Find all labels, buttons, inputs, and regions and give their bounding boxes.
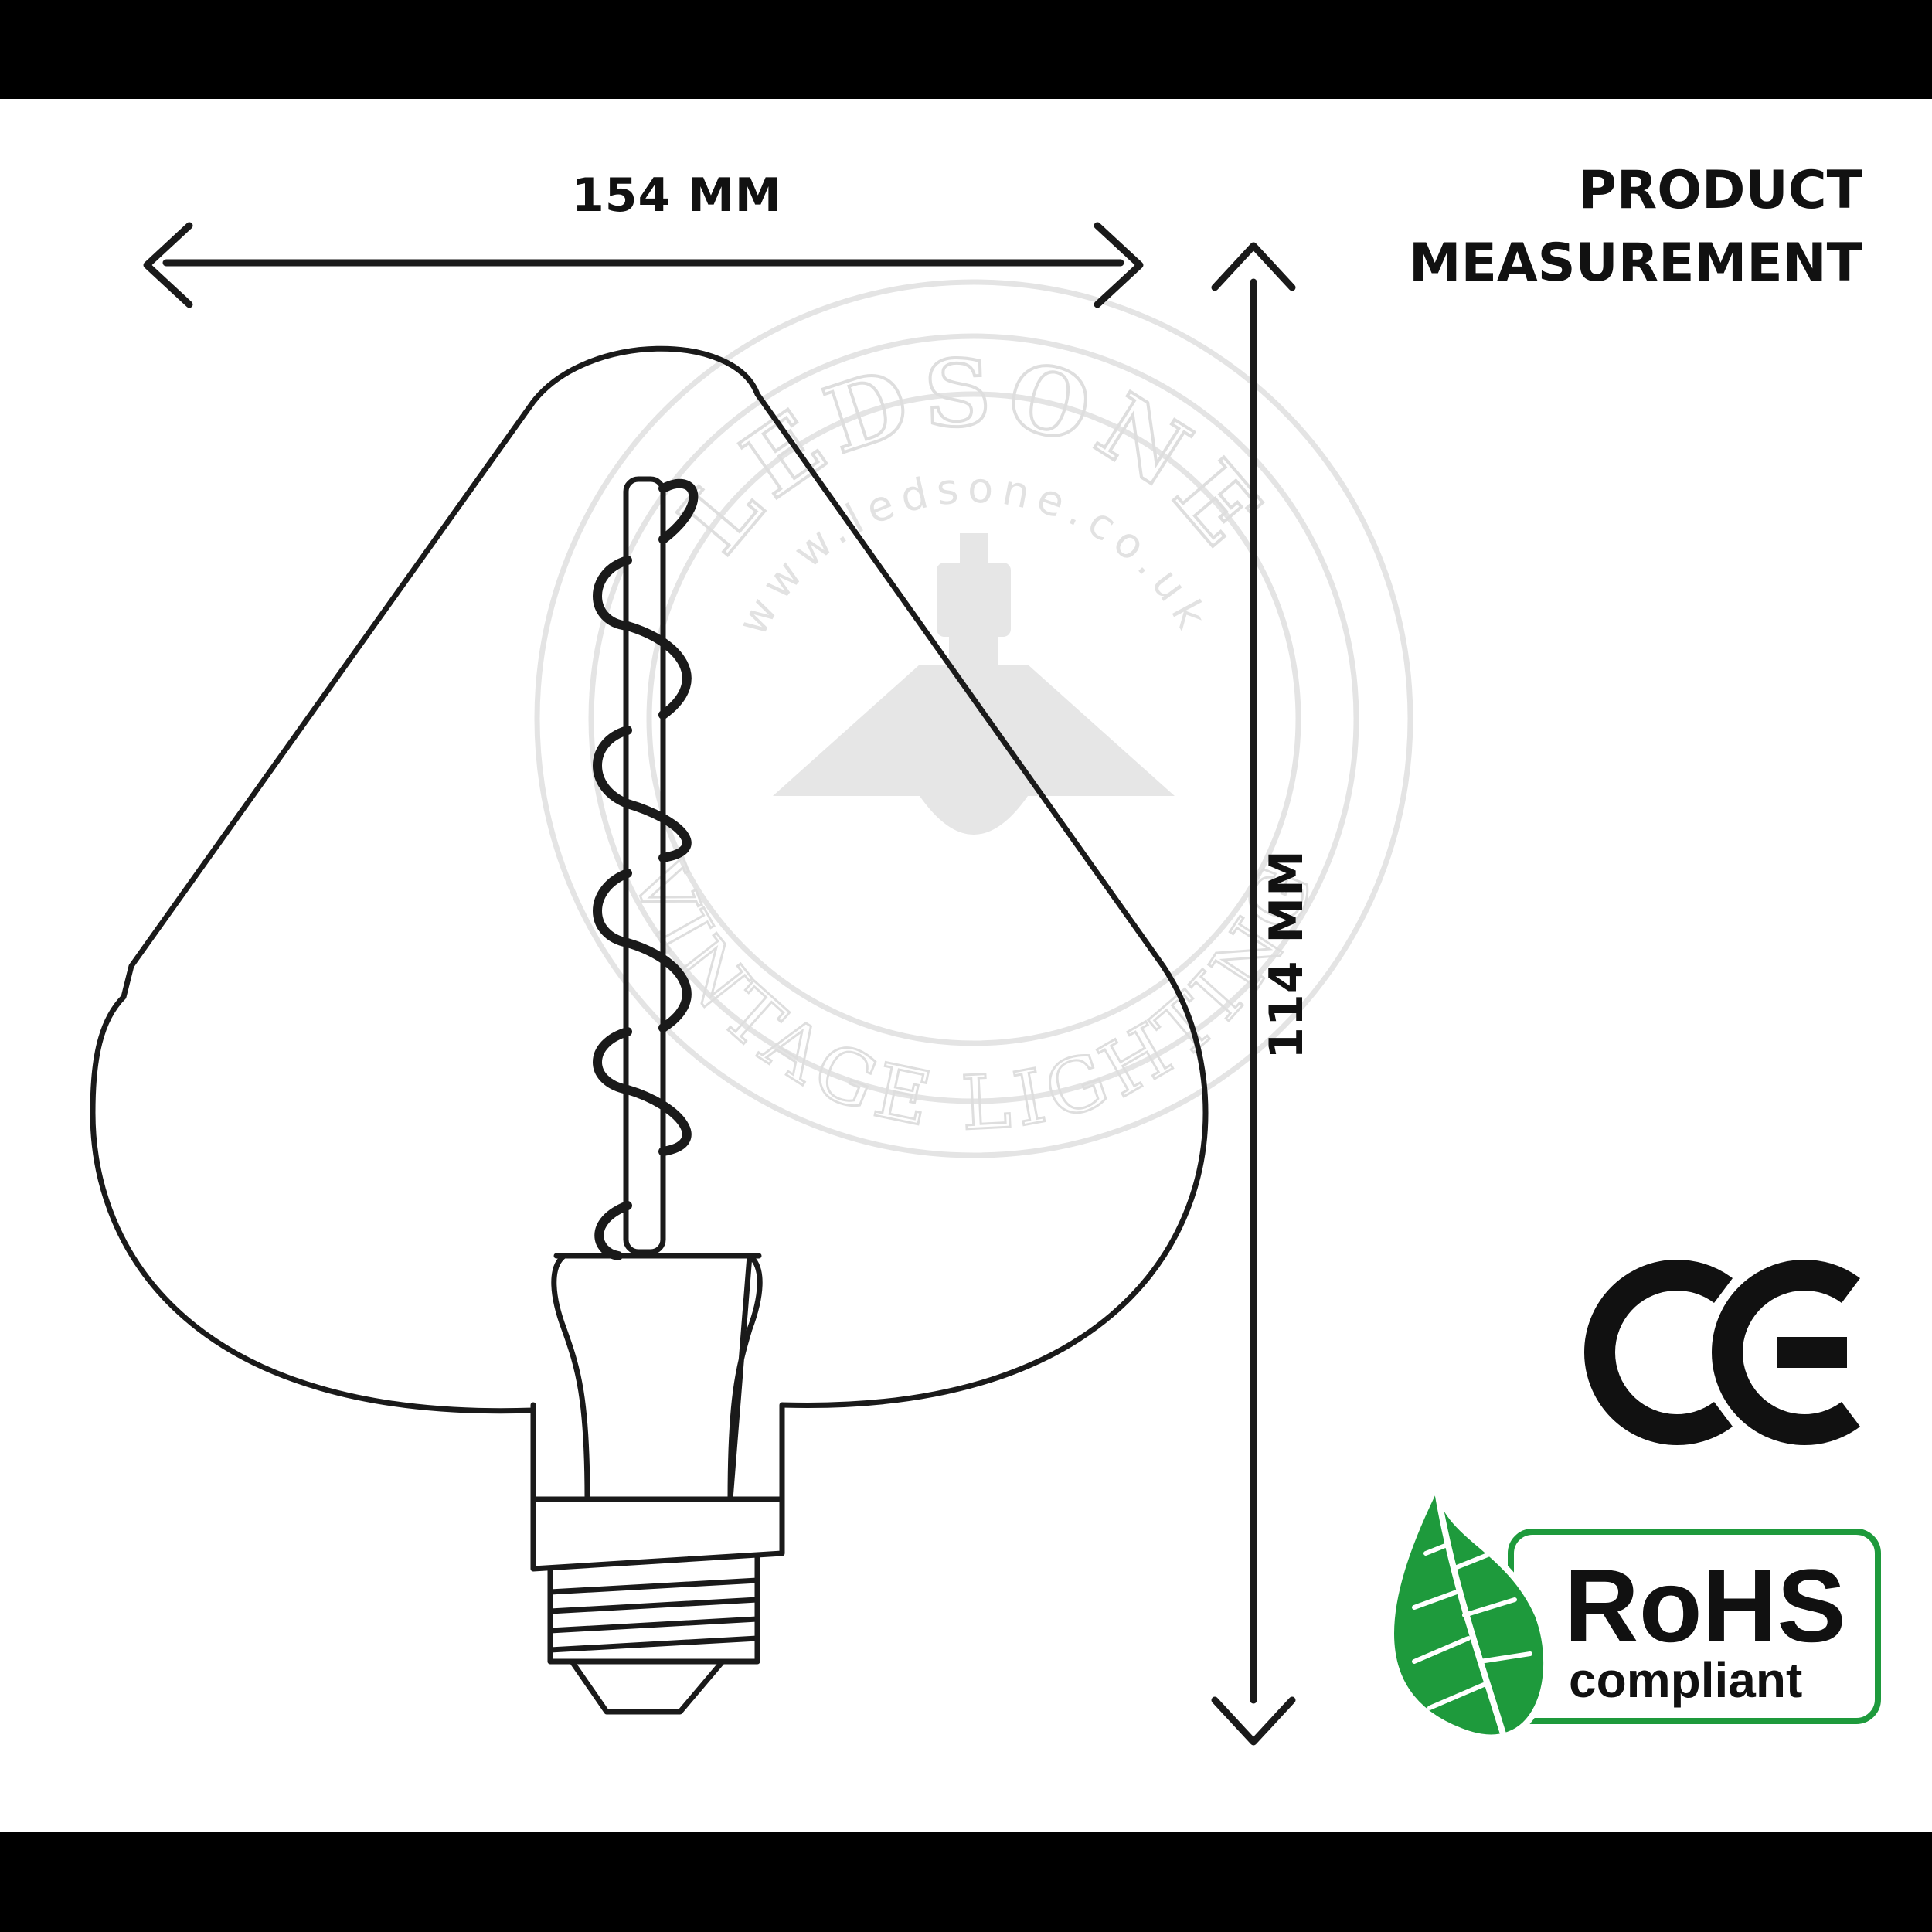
rohs-badge — [1388, 1473, 1881, 1750]
leaf-icon — [1388, 1473, 1550, 1741]
bulb-drawing — [90, 345, 1209, 1715]
bottom-bar — [0, 1832, 1932, 1932]
bulb-glass-outline — [90, 345, 1209, 1414]
spiral-filament — [593, 478, 699, 1260]
rohs-subtitle: compliant — [1569, 1652, 1803, 1708]
filament-support — [623, 476, 666, 1255]
bulb-neck — [551, 1253, 763, 1502]
rohs-title: RoHS — [1564, 1549, 1846, 1664]
page-heading: PRODUCT MEASUREMENT — [1409, 155, 1862, 300]
width-arrow — [143, 222, 1144, 308]
screw-base — [547, 1554, 760, 1715]
width-label: 154 MM — [572, 168, 782, 223]
top-bar — [0, 0, 1932, 99]
ce-mark: CE — [1584, 1260, 1860, 1445]
height-label: 114 MM — [1260, 849, 1314, 1060]
bulb-collar — [530, 1496, 785, 1572]
watermark-tagline: VINTAGE LIGHTING — [614, 848, 1332, 1147]
watermark-lamp-icon — [773, 533, 1175, 835]
heading-line-2: MEASUREMENT — [1408, 233, 1862, 294]
height-arrow — [1211, 242, 1296, 1746]
heading-line-1: PRODUCT — [1578, 160, 1862, 221]
